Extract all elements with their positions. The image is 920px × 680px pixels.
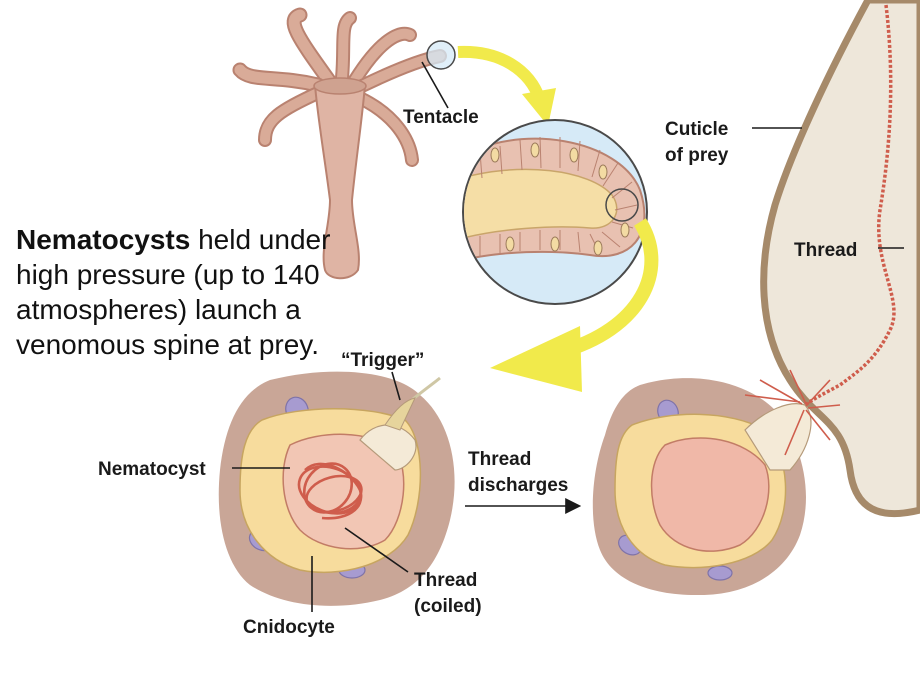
label-cnidocyte: Cnidocyte <box>243 617 335 638</box>
everted-barbs <box>744 369 841 456</box>
prey-cuticle <box>760 0 920 518</box>
label-trigger: “Trigger” <box>341 350 424 371</box>
label-thread-discharges-line1: Thread <box>468 449 531 470</box>
cell-zoom-circle <box>605 188 639 222</box>
zoom-arrow-2 <box>490 218 659 392</box>
tentacle-zoom-circle <box>426 40 456 70</box>
coiled-thread <box>297 462 363 520</box>
label-thread-discharges-line2: discharges <box>468 475 568 496</box>
trigger-cnidocil <box>384 397 416 431</box>
discharged-thread <box>803 4 896 407</box>
caption-text: Nematocysts held under high pressure (up… <box>16 222 386 362</box>
label-cuticle-line1: Cuticle <box>665 119 728 140</box>
label-nematocyst: Nematocyst <box>98 459 206 480</box>
label-cuticle-line2: of prey <box>665 145 729 166</box>
cnidocyte-undischarged <box>218 371 455 606</box>
caption-bold: Nematocysts <box>16 224 191 255</box>
label-thread-coiled-line1: Thread <box>414 570 477 591</box>
leader-lines <box>232 61 904 612</box>
label-thread-coiled-line2: (coiled) <box>414 596 482 617</box>
magnified-tentacle <box>462 119 648 305</box>
zoom-arrow-1 <box>457 45 556 126</box>
label-thread-prey: Thread <box>794 240 857 261</box>
caption-rest: held under high pressure (up to 140 atmo… <box>16 224 331 360</box>
cnidocyte-discharged <box>592 369 841 596</box>
label-tentacle: Tentacle <box>403 107 479 128</box>
